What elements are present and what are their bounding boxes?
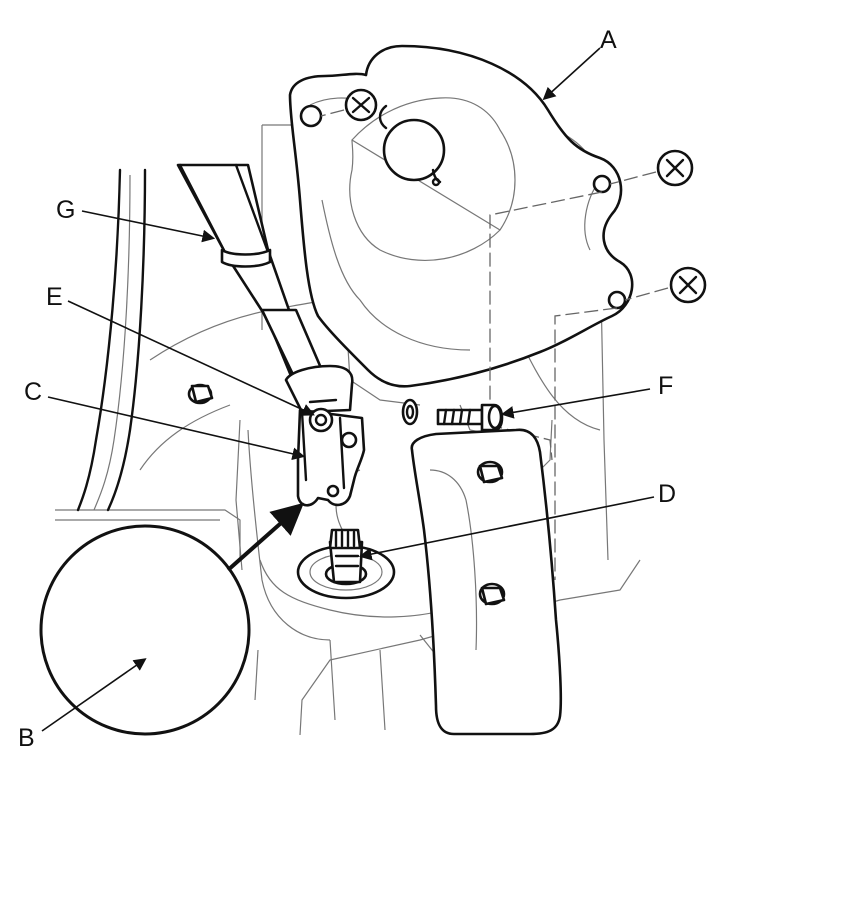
left-pillar	[76, 168, 147, 512]
screw-a-right-upper	[656, 149, 694, 187]
plate-stud-upper	[476, 460, 504, 484]
detail-inset	[39, 502, 304, 736]
screw-a-right-lower	[669, 266, 707, 304]
callout-e: E	[46, 283, 63, 311]
side-cover-plate	[410, 428, 563, 736]
steering-shaft-g	[176, 163, 326, 390]
callout-b: B	[18, 724, 35, 752]
plate-stud-lower	[478, 582, 506, 606]
alignment-lines	[320, 109, 669, 580]
washer	[401, 398, 419, 426]
callout-d: D	[658, 480, 676, 508]
pinion-shaft-d	[296, 528, 396, 600]
universal-joint-c	[284, 364, 366, 507]
leader-lines	[41, 47, 655, 732]
callout-a: A	[600, 26, 617, 54]
screw-a-top	[344, 88, 378, 122]
callout-g: G	[56, 196, 75, 224]
callout-c: C	[24, 378, 42, 406]
bolt-f	[436, 403, 504, 432]
callout-f: F	[658, 372, 673, 400]
body-stud-left	[187, 383, 214, 405]
cover-panel-a	[288, 44, 634, 388]
